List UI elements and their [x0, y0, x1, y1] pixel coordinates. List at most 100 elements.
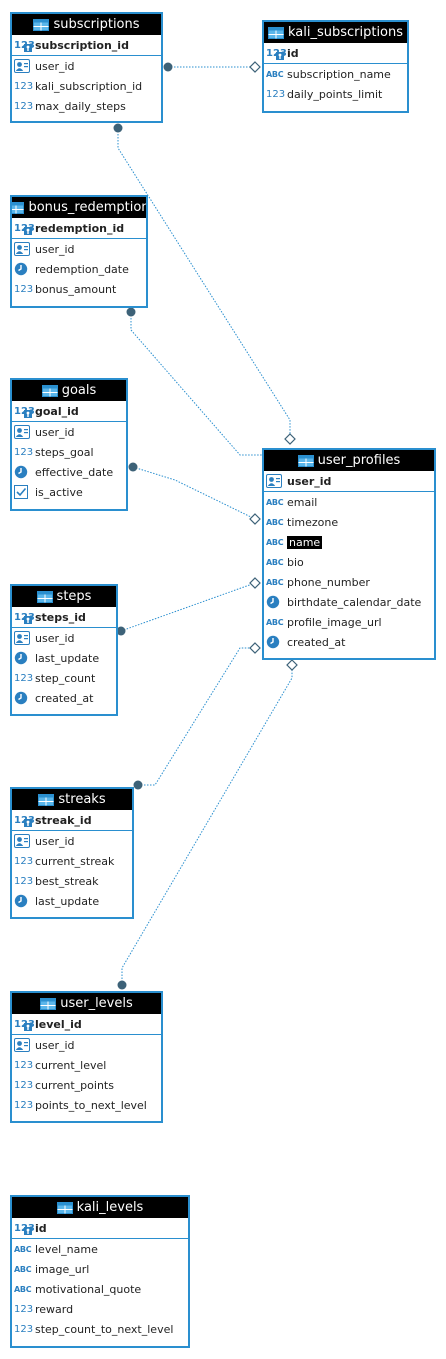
column-row[interactable]: redemption_date: [12, 259, 146, 279]
column-name: redemption_date: [35, 262, 129, 276]
column-name: daily_points_limit: [287, 87, 383, 101]
column-row[interactable]: user_id: [12, 422, 126, 442]
column-name: motivational_quote: [35, 1282, 142, 1296]
table-icon: [38, 793, 55, 806]
table-user-levels[interactable]: user_levels123level_iduser_id123current_…: [10, 991, 163, 1123]
column-row[interactable]: user_id: [12, 628, 116, 648]
column-row[interactable]: created_at: [12, 688, 116, 708]
column-name: current_level: [35, 1058, 107, 1072]
column-name: last_update: [35, 651, 100, 665]
table-bonus-redemption[interactable]: bonus_redemption123redemption_iduser_idr…: [10, 195, 148, 308]
user-id-icon: [14, 1038, 32, 1052]
key-separator: [264, 491, 434, 492]
number-type-icon: 123: [14, 1324, 34, 1335]
primary-key-column[interactable]: 123goal_id: [12, 401, 126, 421]
key-number-icon: 123: [14, 1017, 35, 1031]
column-row[interactable]: user_id: [12, 1035, 161, 1055]
table-header[interactable]: streaks: [12, 789, 132, 810]
primary-key-column[interactable]: 123streak_id: [12, 810, 132, 830]
table-header[interactable]: goals: [12, 380, 126, 401]
table-subscriptions[interactable]: subscriptions123subscription_iduser_id12…: [10, 12, 163, 123]
column-row[interactable]: last_update: [12, 648, 116, 668]
text-type-icon: ABC: [14, 1265, 32, 1274]
date-type-icon: [14, 651, 32, 665]
primary-key-column[interactable]: 123id: [12, 1218, 188, 1238]
column-name: profile_image_url: [287, 615, 382, 629]
table-header[interactable]: bonus_redemption: [12, 197, 146, 218]
table-header[interactable]: kali_levels: [12, 1197, 188, 1218]
table-header[interactable]: user_levels: [12, 993, 161, 1014]
many-end-dot: [126, 307, 136, 317]
column-row[interactable]: last_update: [12, 891, 132, 911]
key-separator: [12, 1238, 188, 1239]
column-row[interactable]: effective_date: [12, 462, 126, 482]
table-kali-subscriptions[interactable]: kali_subscriptions123idABCsubscription_n…: [262, 20, 409, 113]
user-id-icon: [14, 834, 32, 848]
table-header[interactable]: steps: [12, 586, 116, 607]
column-name: id: [287, 46, 299, 60]
number-type-icon: 123: [14, 1100, 34, 1111]
column-name: timezone: [287, 515, 339, 529]
table-kali-levels[interactable]: kali_levels123idABClevel_nameABCimage_ur…: [10, 1195, 190, 1348]
date-type-icon: [14, 691, 32, 705]
column-name: created_at: [287, 635, 346, 649]
column-row[interactable]: user_id: [12, 239, 146, 259]
column-row[interactable]: birthdate_calendar_date: [264, 592, 434, 612]
key-user-icon: [266, 474, 284, 488]
column-name: level_name: [35, 1242, 98, 1256]
column-row[interactable]: created_at: [264, 632, 434, 652]
column-name: points_to_next_level: [35, 1098, 147, 1112]
key-separator: [12, 830, 132, 831]
table-header[interactable]: subscriptions: [12, 14, 161, 35]
primary-key-column[interactable]: 123level_id: [12, 1014, 161, 1034]
primary-key-column[interactable]: 123id: [264, 43, 407, 63]
table-name: user_levels: [60, 996, 133, 1011]
table-header[interactable]: kali_subscriptions: [264, 22, 407, 43]
number-type-icon: 123: [14, 447, 34, 458]
column-name: subscription_name: [287, 67, 391, 81]
table-goals[interactable]: goals123goal_iduser_id123steps_goaleffec…: [10, 378, 128, 511]
column-name: name: [287, 535, 323, 549]
many-end-dot: [163, 62, 173, 72]
column-name: redemption_id: [35, 221, 125, 235]
column-row[interactable]: user_id: [12, 831, 132, 851]
column-row[interactable]: user_id: [12, 56, 161, 76]
one-end-diamond: [249, 513, 261, 525]
column-row[interactable]: is_active: [12, 482, 126, 502]
column-name: user_id: [35, 834, 75, 848]
table-header[interactable]: user_profiles: [264, 450, 434, 471]
column-name: current_points: [35, 1078, 114, 1092]
number-type-icon: 123: [14, 673, 34, 684]
primary-key-column[interactable]: 123subscription_id: [12, 35, 161, 55]
primary-key-column[interactable]: user_id: [264, 471, 434, 491]
table-streaks[interactable]: streaks123streak_id user_id 123current_str…: [10, 787, 134, 919]
column-name: step_count_to_next_level: [35, 1322, 174, 1336]
primary-key-column[interactable]: 123redemption_id: [12, 218, 146, 238]
